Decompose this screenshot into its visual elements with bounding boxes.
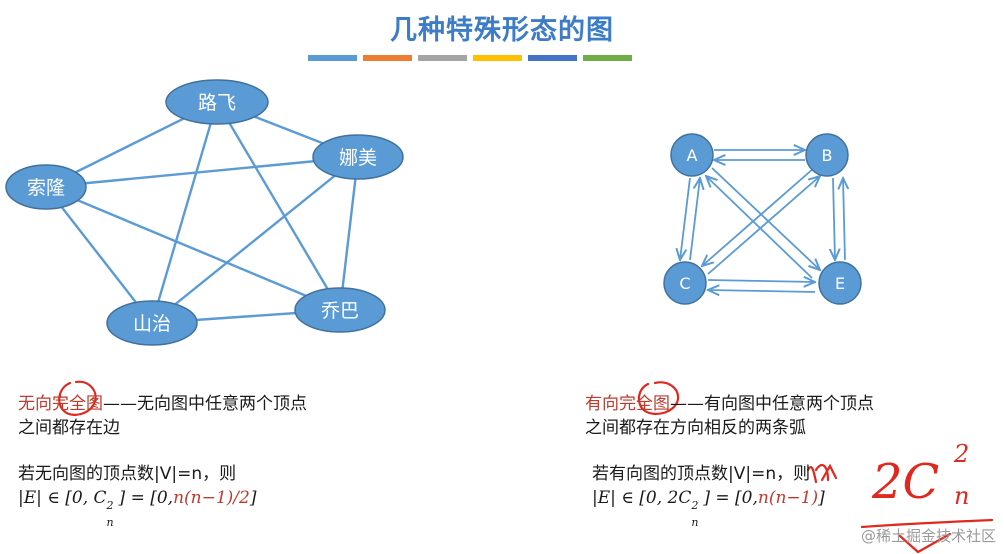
directed-formula-red: n(n−1) [757, 488, 819, 508]
directed-term: 有向完全图 [585, 394, 670, 414]
arc-b-to-e [833, 177, 835, 260]
handwritten-annotations [58, 380, 994, 554]
undirected-edges [45, 100, 360, 325]
node-e: E [818, 261, 862, 305]
directed-def-line2: 之间都存在方向相反的两条弧 [585, 418, 806, 438]
directed-condition: 若有向图的顶点数|V|=n，则 [592, 464, 811, 484]
node-label: 索隆 [27, 177, 65, 199]
undirected-comb-sub: n [106, 516, 114, 529]
ink-circle-right [637, 381, 680, 416]
edge-suolong-qiaoba [45, 185, 341, 312]
undirected-dash: —— [103, 394, 137, 414]
undirected-def-line2: 之间都存在边 [18, 418, 120, 438]
accent-bar-4 [473, 55, 522, 61]
edge-nami-qiaoba [338, 156, 360, 311]
watermark: @稀土掘金技术社区 [860, 527, 996, 545]
edge-nami-shanzhi [151, 156, 359, 324]
directed-comb-sup: 2 [691, 499, 699, 512]
node-nami: 娜美 [312, 134, 404, 180]
node-c: C [663, 261, 707, 305]
ink-circle-left [58, 380, 97, 416]
node-b: B [805, 133, 849, 177]
handwritten-formula: 2C 2 n [872, 440, 969, 510]
node-label: A [687, 146, 698, 165]
edge-suolong-shanzhi [45, 186, 153, 324]
accent-bar-1 [308, 55, 357, 61]
arc-e-to-c [708, 290, 816, 292]
accent-bar-6 [583, 55, 632, 61]
arc-a-to-e [711, 167, 820, 270]
undirected-formula-red: n(n−1)/2 [173, 488, 250, 508]
undirected-definition: 无向完全图——无向图中任意两个顶点 之间都存在边 [18, 392, 307, 440]
directed-comb-sub: n [691, 516, 699, 529]
directed-dash: —— [670, 394, 704, 414]
edge-nami-suolong [45, 155, 359, 189]
arc-a-to-c [680, 177, 691, 260]
directed-nodes: A B C E [663, 133, 862, 305]
node-label: B [822, 146, 833, 165]
undirected-formula-mid: ] = [0, [118, 488, 174, 508]
arc-c-to-b [707, 176, 820, 275]
handwritten-sub: n [954, 482, 970, 510]
node-qiaoba: 乔巴 [294, 287, 386, 333]
ink-scribble-arrow [820, 463, 838, 482]
directed-formula-mid: ] = [0, [703, 488, 758, 508]
undirected-formula-prefix: |E| ∈ [0, C [18, 488, 107, 508]
accent-bar-3 [418, 55, 467, 61]
node-label: 娜美 [339, 147, 377, 169]
handwritten-2c: 2C [872, 454, 940, 510]
node-a: A [670, 133, 714, 177]
node-label: 山治 [133, 313, 171, 335]
ink-underline [860, 518, 994, 529]
node-label: 路飞 [198, 92, 236, 114]
accent-bar-2 [363, 55, 412, 61]
arc-e-to-a [706, 176, 813, 279]
node-lufei: 路飞 [165, 79, 269, 125]
ink-scribble-n [806, 463, 830, 484]
undirected-def-line1: 无向图中任意两个顶点 [137, 394, 307, 414]
undirected-condition: 若无向图的顶点数|V|=n，则 [18, 464, 237, 484]
edge-lufei-shanzhi [150, 101, 219, 324]
slide-title: 几种特殊形态的图 [390, 15, 614, 46]
arc-c-to-a [689, 178, 700, 261]
directed-definition: 有向完全图——有向图中任意两个顶点 之间都存在方向相反的两条弧 [585, 392, 874, 440]
edge-lufei-qiaoba [215, 101, 342, 311]
accent-color-bars [308, 55, 632, 61]
undirected-comb-sup: 2 [106, 499, 114, 512]
directed-formula-end: ] [818, 488, 825, 508]
directed-arcs [680, 150, 845, 292]
node-label: 乔巴 [321, 300, 359, 322]
directed-formula-prefix: |E| ∈ [0, 2C [592, 488, 692, 508]
arc-c-to-e [707, 280, 815, 282]
handwritten-sup: 2 [954, 440, 970, 468]
undirected-term: 无向完全图 [18, 394, 103, 414]
node-shanzhi: 山治 [106, 300, 198, 346]
ink-checkmark [898, 532, 952, 554]
node-label: E [835, 274, 845, 293]
undirected-nodes: 路飞 娜美 索隆 乔巴 山治 [5, 79, 404, 346]
accent-bar-5 [528, 55, 577, 61]
arc-b-to-c [702, 167, 815, 266]
node-label: C [679, 274, 690, 293]
arc-e-to-b [843, 178, 845, 261]
node-suolong: 索隆 [5, 164, 87, 210]
directed-def-line1: 有向图中任意两个顶点 [704, 394, 874, 414]
undirected-formula-end: ] [249, 488, 257, 508]
